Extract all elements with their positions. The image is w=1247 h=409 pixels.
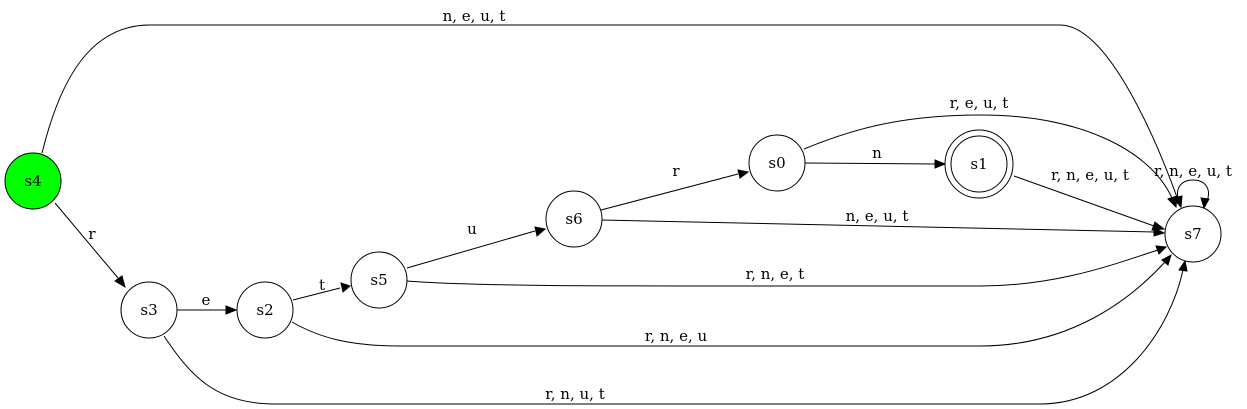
state-s7[interactable]: s7 xyxy=(1164,205,1222,263)
edge-s7-s7: r, n, e, u, t xyxy=(1154,162,1232,210)
state-label-s7: s7 xyxy=(1184,225,1201,243)
edge-s4-s3: r xyxy=(54,202,126,289)
edge-s2-s7: r, n, e, u xyxy=(291,253,1172,347)
state-s4[interactable]: s4 xyxy=(4,152,62,210)
state-s0[interactable]: s0 xyxy=(748,134,806,192)
edge-s4-s7: n, e, u, t xyxy=(41,7,1183,209)
state-s2[interactable]: s2 xyxy=(236,281,294,339)
edge-s3-s2: e xyxy=(177,291,238,315)
edge-label-s0-s7: r, e, u, t xyxy=(950,94,1009,112)
state-s1[interactable]: s1 xyxy=(944,129,1014,199)
state-label-s1: s1 xyxy=(970,155,987,173)
edge-s6-s0: r xyxy=(600,162,750,211)
edge-label-s2-s7: r, n, e, u xyxy=(645,327,708,345)
state-label-s4: s4 xyxy=(24,172,41,190)
edge-label-s3-s7: r, n, u, t xyxy=(545,385,604,403)
edge-label-s5-s6: u xyxy=(467,220,477,238)
edge-label-s1-s7: r, n, e, u, t xyxy=(1051,166,1129,184)
edge-s3-s7: r, n, u, t xyxy=(163,259,1188,405)
state-label-s3: s3 xyxy=(140,301,157,319)
edge-label-s4-s7: n, e, u, t xyxy=(443,7,506,25)
state-label-s5: s5 xyxy=(370,271,387,289)
edge-label-s2-s5: t xyxy=(319,276,325,294)
edge-label-s5-s7: r, n, e, t xyxy=(746,265,805,283)
edge-label-s0-s1: n xyxy=(872,144,882,162)
start-state-marker xyxy=(4,152,62,210)
edge-s5-s6: u xyxy=(406,220,547,269)
edge-s2-s5: t xyxy=(292,276,351,301)
edge-label-s3-s2: e xyxy=(202,291,211,309)
edge-s5-s7: r, n, e, t xyxy=(406,245,1168,287)
edge-label-s7-s7: r, n, e, u, t xyxy=(1154,162,1232,180)
edge-label-s6-s0: r xyxy=(672,162,680,180)
edge-label-s4-s3: r xyxy=(88,225,96,243)
state-label-s6: s6 xyxy=(565,210,582,228)
state-s6[interactable]: s6 xyxy=(545,190,603,248)
state-label-s0: s0 xyxy=(768,154,785,172)
state-s5[interactable]: s5 xyxy=(350,251,408,309)
edge-s1-s7: r, n, e, u, t xyxy=(1013,166,1166,231)
edge-label-s6-s7: n, e, u, t xyxy=(846,207,909,225)
state-s3[interactable]: s3 xyxy=(120,281,178,339)
edge-s6-s7: n, e, u, t xyxy=(600,207,1166,237)
edge-s0-s1: n xyxy=(804,144,947,169)
state-label-s2: s2 xyxy=(256,301,273,319)
edge-s0-s7: r, e, u, t xyxy=(803,94,1178,209)
